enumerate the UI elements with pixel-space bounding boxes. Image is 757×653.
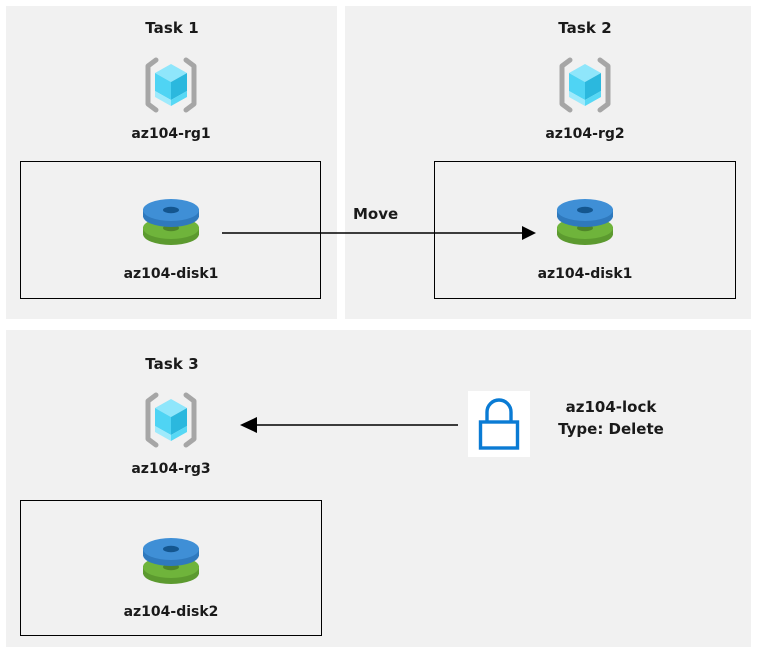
lock-arrow xyxy=(240,417,458,433)
lock-icon xyxy=(478,398,520,450)
resource-group-label-1: az104-rg1 xyxy=(131,126,211,142)
resource-label-2: az104-disk1 xyxy=(537,266,633,282)
managed-disk-icon xyxy=(143,199,199,245)
resource-group-icon xyxy=(559,57,611,113)
move-arrow xyxy=(222,226,536,240)
managed-disk-icon xyxy=(143,538,199,584)
resource-group-icon xyxy=(145,392,197,448)
lock-icon-tile xyxy=(468,391,530,457)
resource-label-3: az104-disk2 xyxy=(123,604,219,620)
resource-label-1: az104-disk1 xyxy=(123,266,219,282)
resource-group-label-3: az104-rg3 xyxy=(131,461,211,477)
lock-name-label: az104-lock xyxy=(565,398,657,416)
task-title-2: Task 2 xyxy=(558,19,612,37)
managed-disk-icon xyxy=(557,199,613,245)
resource-group-icon xyxy=(145,57,197,113)
resource-group-label-2: az104-rg2 xyxy=(545,126,625,142)
task-title-3: Task 3 xyxy=(145,355,199,373)
move-arrow-label: Move xyxy=(353,205,399,223)
lock-type-label: Type: Delete xyxy=(558,420,664,438)
task-title-1: Task 1 xyxy=(145,19,199,37)
